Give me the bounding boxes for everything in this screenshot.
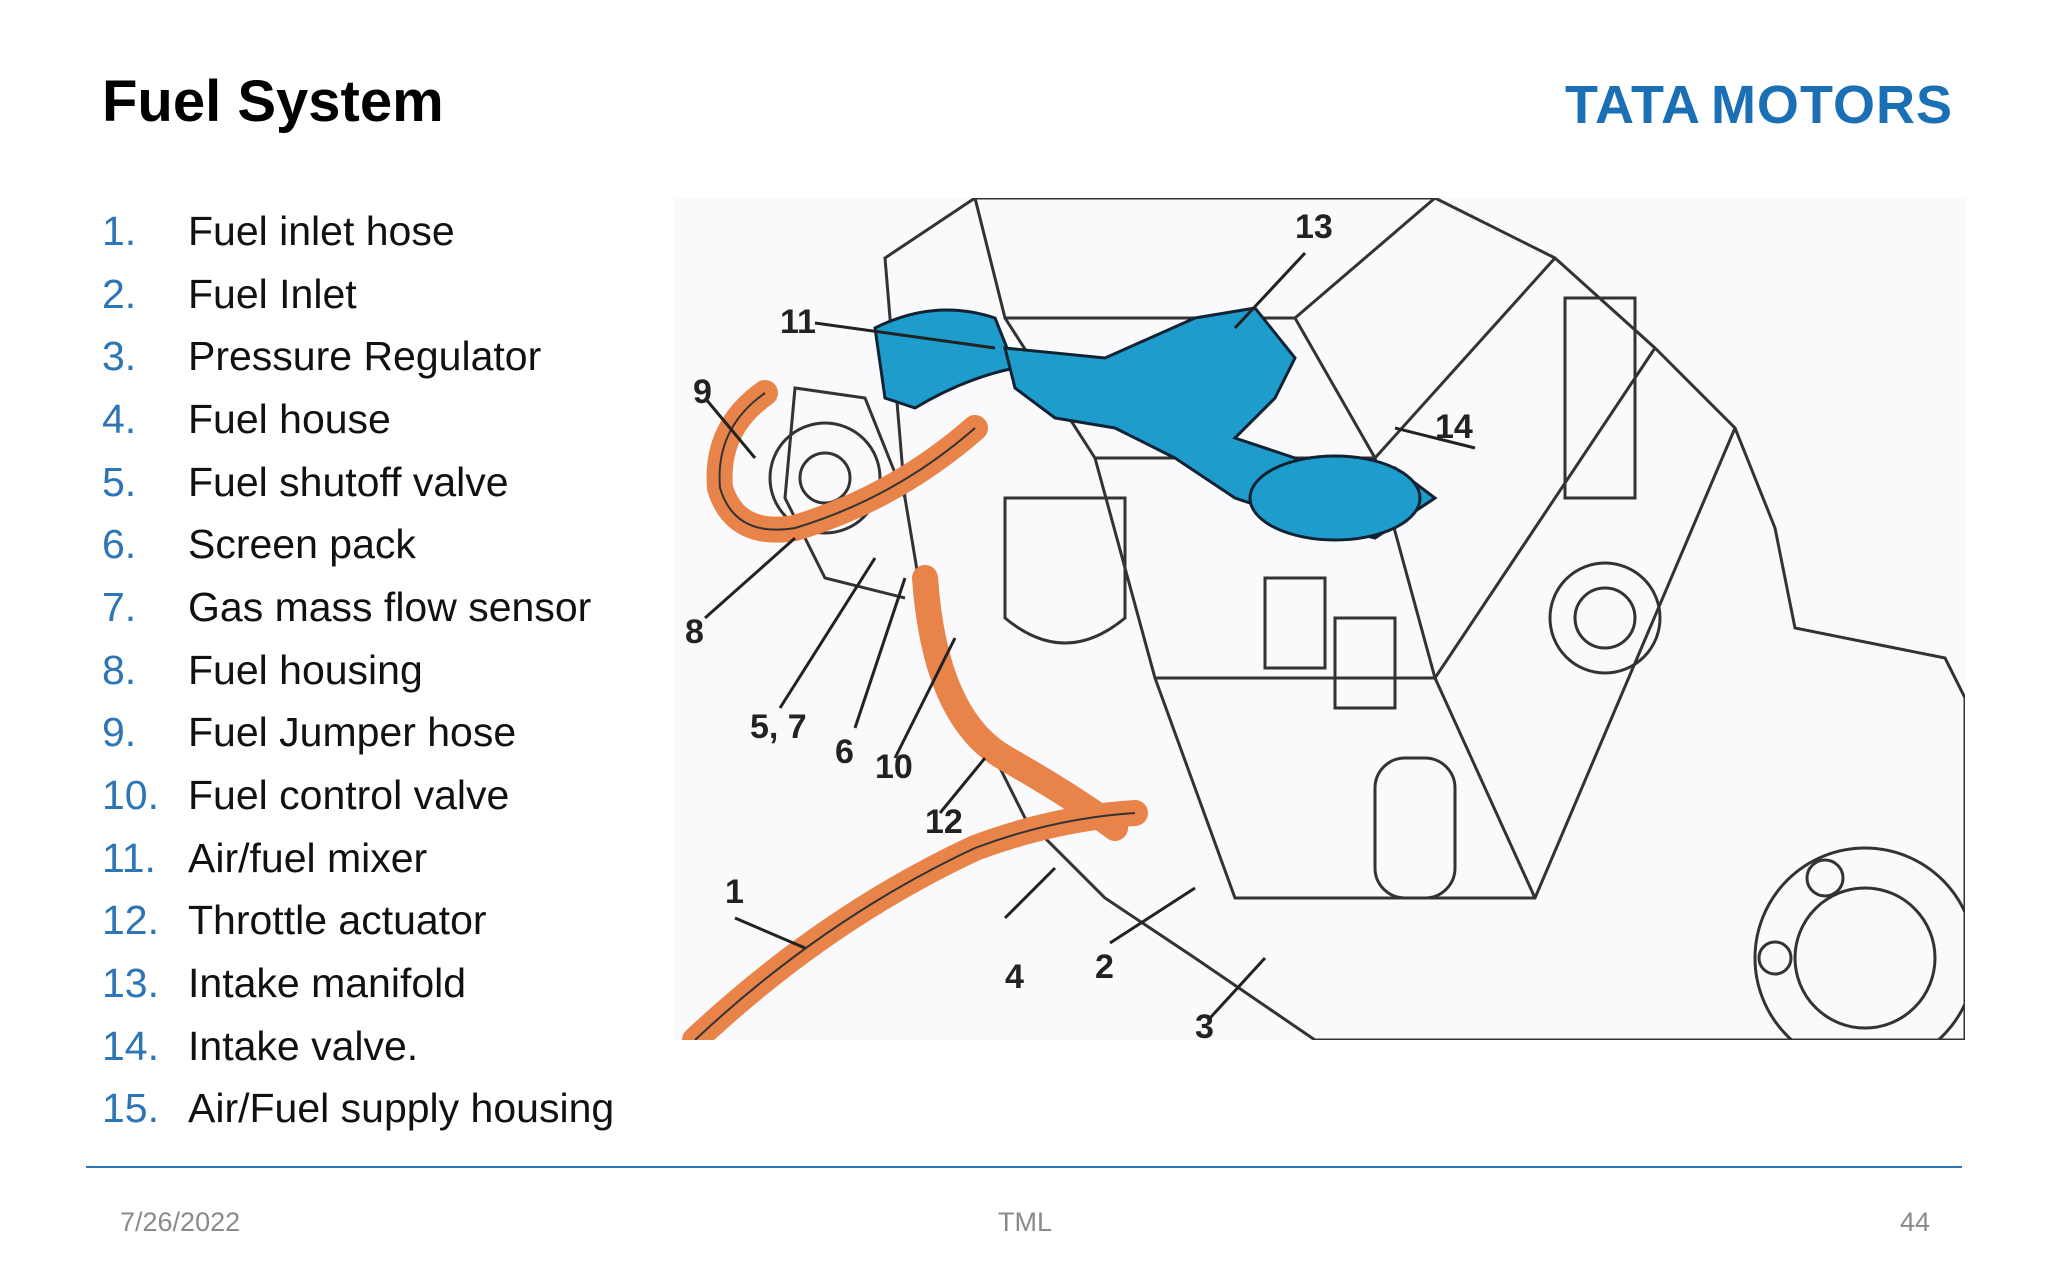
callout-2: 2 — [1095, 948, 1114, 986]
list-label: Intake manifold — [188, 960, 467, 1007]
list-item: 3. Pressure Regulator — [102, 325, 614, 388]
callout-8: 8 — [685, 613, 704, 651]
list-item: 6. Screen pack — [102, 513, 614, 576]
list-number: 4. — [102, 395, 137, 442]
list-number: 3. — [102, 333, 137, 380]
callout-4: 4 — [1005, 958, 1024, 996]
list-label: Fuel control valve — [188, 772, 510, 819]
footer-center-text: TML — [998, 1207, 1052, 1237]
list-number: 11. — [102, 834, 156, 881]
list-item: 14. Intake valve. — [102, 1015, 614, 1078]
list-number: 7. — [102, 583, 137, 630]
list-number: 5. — [102, 458, 137, 505]
list-item: 9. Fuel Jumper hose — [102, 702, 614, 765]
callout-11: 11 — [780, 303, 816, 341]
list-number: 14. — [102, 1022, 159, 1069]
list-label: Intake valve. — [188, 1022, 419, 1069]
list-label: Air/fuel mixer — [188, 834, 428, 881]
callout-1: 1 — [725, 873, 744, 911]
list-label: Fuel shutoff valve — [188, 458, 509, 505]
page-number: 44 — [1900, 1207, 1931, 1237]
callout-9: 9 — [693, 373, 712, 411]
list-item: 8. Fuel housing — [102, 639, 614, 702]
list-number: 13. — [102, 960, 159, 1007]
list-number: 6. — [102, 521, 137, 568]
footer-date: 7/26/2022 — [120, 1207, 241, 1237]
list-item: 10. Fuel control valve — [102, 764, 614, 827]
list-number: 15. — [102, 1085, 159, 1132]
list-item: 5. Fuel shutoff valve — [102, 451, 614, 514]
list-label: Gas mass flow sensor — [188, 583, 592, 630]
callout-6: 6 — [835, 733, 854, 771]
list-label: Throttle actuator — [188, 897, 487, 944]
callout-5-7: 5, 7 — [750, 708, 807, 746]
callout-14: 14 — [1435, 408, 1473, 446]
list-item: 2. Fuel Inlet — [102, 263, 614, 326]
list-number: 1. — [102, 207, 137, 254]
list-label: Fuel inlet hose — [188, 207, 455, 254]
list-label: Pressure Regulator — [188, 333, 542, 380]
callout-13: 13 — [1295, 208, 1333, 246]
list-label: Fuel Inlet — [188, 270, 357, 317]
list-item: 1. Fuel inlet hose — [102, 200, 614, 263]
list-number: 9. — [102, 709, 137, 756]
list-item: 7. Gas mass flow sensor — [102, 576, 614, 639]
list-label: Fuel housing — [188, 646, 423, 693]
list-number: 2. — [102, 270, 137, 317]
component-list: 1. Fuel inlet hose 2. Fuel Inlet 3. Pressur… — [102, 200, 614, 1140]
list-label: Screen pack — [188, 521, 416, 568]
list-item: 15. Air/Fuel supply housing — [102, 1078, 614, 1141]
callout-10: 10 — [875, 748, 913, 786]
list-number: 10. — [102, 772, 159, 819]
logo-word-motors: MOTORS — [1710, 75, 1953, 135]
list-label: Air/Fuel supply housing — [188, 1085, 615, 1132]
list-item: 11. Air/fuel mixer — [102, 827, 614, 890]
callout-3: 3 — [1195, 1008, 1214, 1040]
list-item: 13. Intake manifold — [102, 952, 614, 1015]
list-number: 12. — [102, 897, 159, 944]
slide-title: Fuel System — [102, 69, 444, 134]
logo-word-tata: TATA — [1565, 75, 1701, 135]
list-label: Fuel Jumper hose — [188, 709, 517, 756]
list-item: 4. Fuel house — [102, 388, 614, 451]
list-label: Fuel house — [188, 395, 391, 442]
callout-12: 12 — [925, 803, 963, 841]
list-item: 12. Throttle actuator — [102, 890, 614, 953]
footer-divider — [86, 1166, 1962, 1168]
engine-fuel-system-diagram: 1 2 3 4 5, 7 6 8 9 10 11 12 13 14 — [675, 198, 1965, 1040]
list-number: 8. — [102, 646, 137, 693]
